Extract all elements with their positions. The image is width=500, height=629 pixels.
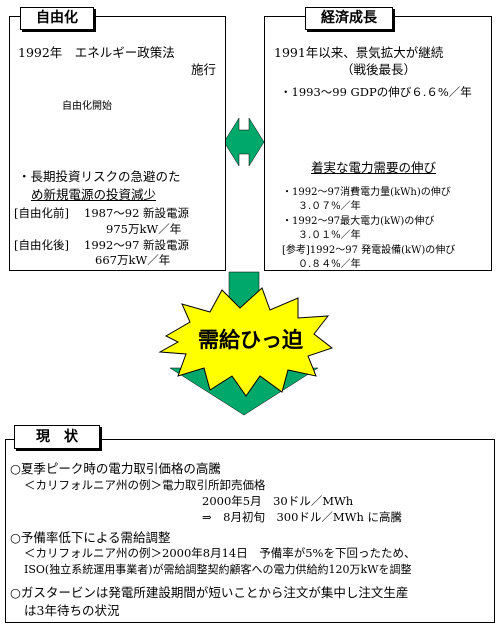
before-liberalization-amount: 975万kW／年: [106, 222, 182, 236]
price-may-2000: 2000年5月 30ドル／MWh: [202, 494, 354, 508]
left-bullet-line2: め新規電源の投資減少: [31, 187, 157, 202]
reserve-margin-example: ＜カリフォルニア州の例＞2000年8月14日 予備率が5%を下回ったため、: [24, 546, 416, 560]
before-liberalization-value: 1987～92 新設電源: [84, 206, 190, 220]
liberalization-title: 自由化: [20, 7, 94, 30]
peak-demand-growth-value: ３.０１%／年: [298, 230, 361, 241]
generation-capacity-ref: [参考]1992～97 発電設備(kW)の伸び: [282, 245, 456, 256]
economic-expansion-line1: 1991年以来、景気拡大が継続: [274, 45, 444, 60]
current-status-title: 現 状: [14, 425, 100, 449]
price-surge-example: ＜カリフォルニア州の例＞電力取引所卸売価格: [24, 478, 266, 492]
after-liberalization-label: [自由化後]: [14, 238, 69, 252]
current-status-box: [5, 439, 495, 623]
before-liberalization-label: [自由化前]: [14, 206, 69, 220]
gas-turbine-line1: ○ガスタービンは発電所建設期間が短いことから注文が集中し注文生産: [10, 585, 409, 600]
price-august-2000: ⇒ 8月初旬 300ドル／MWh に高騰: [202, 510, 403, 524]
generation-capacity-value: ０.８４%／年: [298, 259, 361, 270]
after-liberalization-value: 1992～97 新設電源: [84, 238, 190, 252]
supply-tightness-label: 需給ひっ迫: [198, 328, 303, 352]
price-surge-heading: ○夏季ピーク時の電力取引価格の高騰: [10, 461, 221, 476]
economic-expansion-line2: （戦後最長）: [341, 62, 417, 77]
double-horizontal-arrow: [223, 117, 265, 167]
energy-policy-act-line: 1992年 エネルギー政策法: [18, 45, 175, 60]
left-bullet-line1: ・長期投資リスクの急避のた: [18, 169, 181, 184]
demand-growth-heading: 着実な電力需要の伸び: [311, 160, 437, 175]
peak-demand-growth-item: ・1992～97最大電力(kW)の伸び: [282, 216, 435, 227]
supply-tightness-burst: [158, 287, 334, 397]
economic-growth-box: [264, 16, 492, 271]
liberalization-start-label: 自由化開始: [62, 101, 112, 112]
after-liberalization-amount: 667万kW／年: [95, 253, 171, 267]
reserve-margin-heading: ○予備率低下による需給調整: [10, 530, 171, 545]
consumption-growth-item: ・1992～97消費電力量(kWh)の伸び: [282, 187, 451, 198]
gdp-growth-line: ・1993～99 GDPの伸び６.６%／年: [280, 85, 472, 99]
liberalization-box: [9, 16, 226, 271]
gas-turbine-line2: は3年待ちの状況: [24, 603, 120, 618]
consumption-growth-value: ３.０７%／年: [298, 201, 361, 212]
iso-adjustment-line: ISO(独立系統運用事業者)が需給調整契約顧客への電力供給約120万kWを調整: [24, 563, 412, 576]
economic-growth-title: 経済成長: [305, 7, 393, 30]
energy-policy-act-line2: 施行: [191, 62, 217, 77]
